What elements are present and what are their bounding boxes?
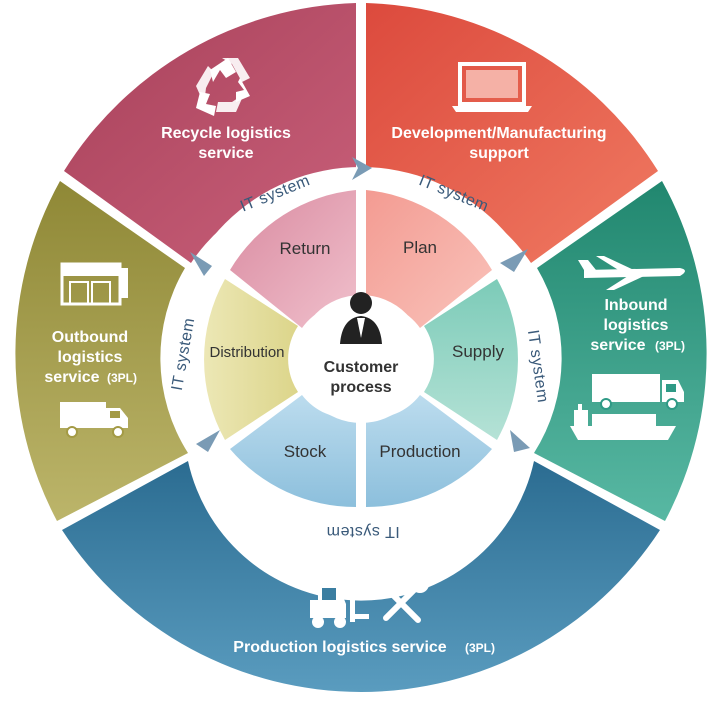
- center-circle: [297, 295, 425, 423]
- truck-icon-inbound: [592, 374, 684, 410]
- cycle-arrows: [190, 157, 530, 452]
- segment-recycle: [64, 3, 356, 263]
- outbound-label-line3: service: [44, 369, 99, 386]
- arrow-left-upper: [190, 252, 212, 276]
- inbound-label-line2: logistics: [604, 317, 669, 334]
- segment-production-inner: [366, 395, 492, 508]
- center-label-line1: Customer: [324, 359, 399, 376]
- laptop-icon: [452, 62, 532, 112]
- outbound-label-line1: Outbound: [52, 329, 128, 346]
- inner-ring: [204, 190, 518, 508]
- arrow-top: [352, 157, 372, 180]
- inbound-label-suffix: (3PL): [655, 339, 685, 353]
- it-system-label-bottom: IT system: [326, 523, 400, 540]
- production-label-line1: Production logistics service: [233, 639, 447, 656]
- arrow-right-upper: [500, 249, 528, 272]
- segment-production: [62, 461, 660, 692]
- ship-icon: [570, 404, 676, 440]
- truck-icon-outbound: [60, 402, 128, 438]
- outbound-label-line2: logistics: [58, 349, 123, 366]
- tools-icon: [381, 575, 429, 623]
- label-supply: Supply: [452, 342, 504, 361]
- segment-return: [230, 190, 356, 328]
- segment-distribution: [204, 279, 298, 440]
- segment-plan: [366, 190, 492, 328]
- recycle-label-line2: service: [198, 145, 253, 162]
- development-label-line1: Development/Manufacturing: [391, 125, 606, 142]
- inbound-label-line3: service: [590, 337, 645, 354]
- label-return: Return: [279, 239, 330, 258]
- arrow-left-lower: [196, 430, 220, 452]
- label-production-inner: Production: [379, 442, 460, 461]
- segment-stock: [230, 395, 356, 508]
- label-stock: Stock: [284, 442, 327, 461]
- arrow-right-lower: [510, 430, 530, 452]
- center-label-line2: process: [330, 379, 391, 396]
- storefront-icon: [60, 262, 128, 306]
- inbound-label-line1: Inbound: [604, 297, 667, 314]
- label-plan: Plan: [403, 238, 437, 257]
- recycle-label-line1: Recycle logistics: [161, 125, 291, 142]
- airplane-icon: [578, 256, 685, 290]
- production-label-suffix: (3PL): [465, 641, 495, 655]
- recycle-icon: [196, 58, 250, 116]
- forklift-icon: [310, 580, 369, 628]
- segment-development: [366, 3, 658, 263]
- customer-person-icon: [340, 292, 382, 344]
- segment-outbound: [15, 181, 188, 521]
- segment-supply: [424, 279, 518, 440]
- label-distribution: Distribution: [209, 344, 284, 361]
- development-label-line2: support: [469, 145, 529, 162]
- outbound-label-suffix: (3PL): [107, 371, 137, 385]
